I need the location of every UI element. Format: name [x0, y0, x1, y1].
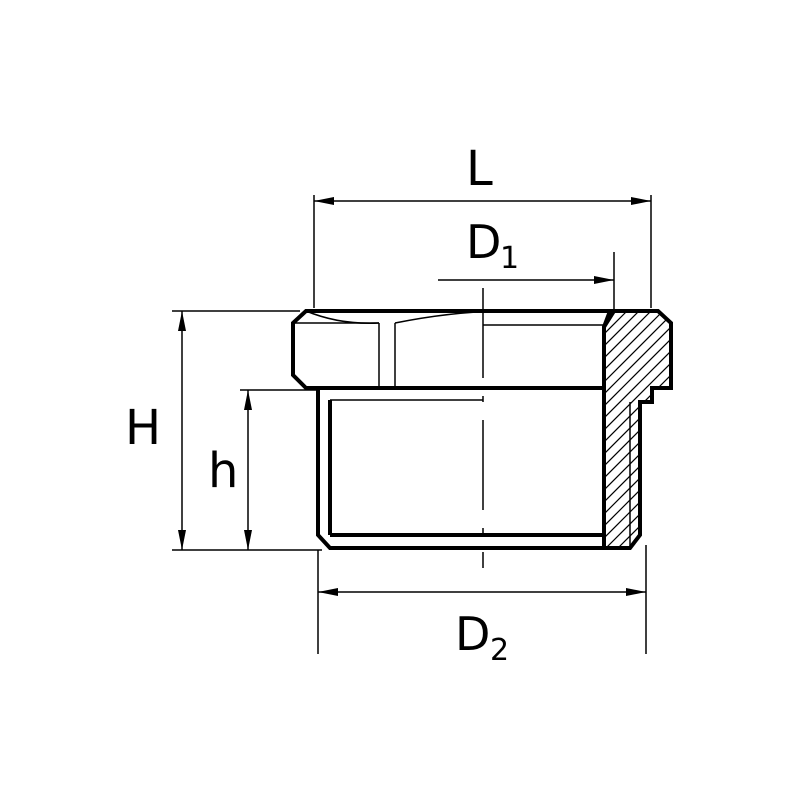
hatch-line	[702, 300, 800, 560]
hatch-line	[762, 300, 800, 560]
hatch-line	[604, 311, 671, 548]
hatch-line	[330, 300, 590, 560]
hatch-line	[678, 300, 800, 560]
hatch-line	[690, 300, 800, 560]
threaded-body	[316, 324, 604, 550]
dimension-lines	[172, 195, 652, 654]
hatch-line	[714, 300, 800, 560]
hatch-line	[604, 311, 671, 548]
hatch-line	[604, 311, 663, 548]
hatch-line	[726, 300, 800, 560]
hatch-line	[604, 311, 671, 548]
hatch-line	[665, 311, 671, 548]
label-L: L	[466, 141, 493, 197]
hatch-line	[617, 311, 671, 548]
hatch-line	[342, 300, 602, 560]
hatch-line	[629, 311, 671, 548]
hatch-line	[604, 311, 671, 548]
hatch-line	[641, 311, 671, 548]
label-D1: D	[466, 215, 501, 269]
hatch-line	[774, 300, 800, 560]
hatch-line	[604, 311, 671, 548]
section-outline	[602, 309, 673, 550]
hatch-line	[604, 311, 615, 548]
hatch-line	[738, 300, 800, 560]
hatch-line	[604, 311, 671, 548]
hatch-line	[604, 311, 671, 548]
label-D1-subscript: 1	[500, 241, 519, 276]
hatch-line	[750, 300, 800, 560]
hatch-line	[786, 300, 800, 560]
label-h: h	[208, 443, 238, 499]
section-hatch	[330, 300, 800, 560]
hatch-line	[604, 311, 671, 548]
hatch-line	[653, 311, 671, 548]
hatch-line	[604, 311, 671, 548]
label-D2-subscript: 2	[490, 633, 509, 668]
hatch-line	[604, 311, 671, 548]
label-H: H	[125, 400, 161, 456]
hatch-line	[604, 311, 671, 548]
hatch-line	[604, 311, 671, 548]
hatch-line	[604, 311, 639, 548]
hatch-line	[604, 311, 627, 548]
hatch-line	[604, 311, 671, 548]
label-D2: D	[455, 607, 490, 661]
hex-head	[291, 309, 618, 390]
labels: L D 1 H h D 2	[125, 141, 519, 668]
hatch-line	[604, 311, 651, 548]
